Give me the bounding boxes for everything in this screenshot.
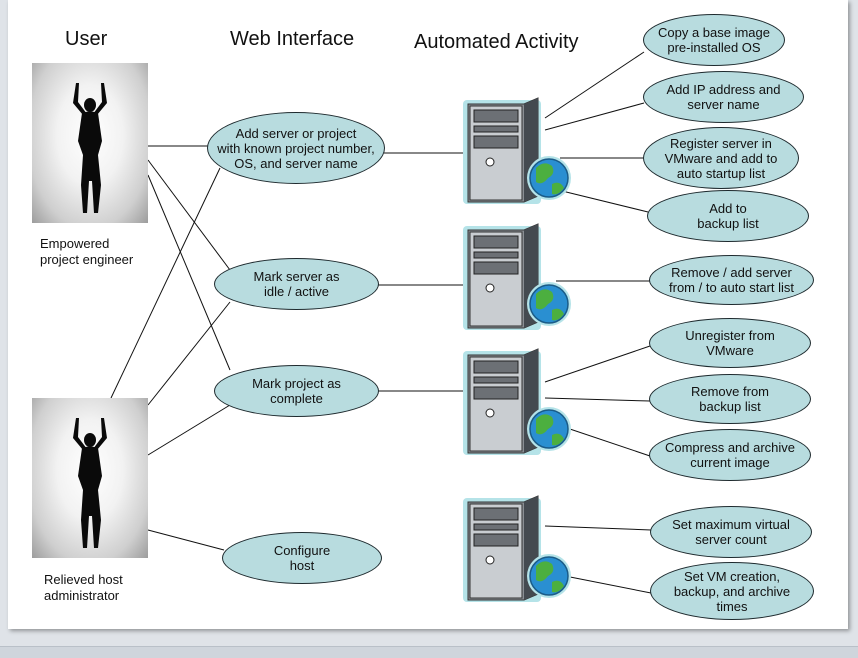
connector-line	[544, 525, 652, 531]
connector-line	[147, 159, 231, 271]
connector-line	[147, 529, 225, 551]
connector-line	[544, 345, 651, 383]
connector-line	[557, 424, 651, 457]
connector-lines	[110, 51, 652, 594]
activity-compress-archive: Compress and archive current image	[649, 429, 811, 481]
user-label-project-engineer: Empowered project engineer	[40, 236, 134, 267]
activity-set-vm-times: Set VM creation, backup, and archive tim…	[650, 562, 814, 620]
user-label-host-administrator: Relieved host administrator	[44, 572, 123, 603]
server-tower-with-globe-icon	[460, 222, 572, 330]
connector-line	[147, 404, 231, 456]
server-tower-with-globe-icon	[460, 96, 572, 204]
window-bottom-bar	[0, 646, 858, 658]
activity-add-ip-address: Add IP address and server name	[643, 71, 804, 123]
connector-line	[544, 397, 651, 402]
connector-line	[544, 102, 645, 131]
connector-line	[544, 51, 645, 119]
activity-register-vmware: Register server in VMware and add to aut…	[643, 127, 799, 189]
activity-set-max-virtual-servers: Set maximum virtual server count	[650, 506, 812, 558]
diagram-canvas: User Web Interface Automated Activity Em…	[8, 0, 848, 629]
web-action-configure-host: Configure host	[222, 532, 382, 584]
connector-line	[110, 167, 221, 399]
activity-remove-add-auto-start: Remove / add server from / to auto start…	[649, 255, 814, 305]
web-action-mark-server-idle: Mark server as idle / active	[214, 258, 379, 310]
connector-line	[557, 189, 649, 213]
activity-copy-base-image: Copy a base image pre-installed OS	[643, 14, 785, 66]
connector-line	[559, 574, 652, 594]
person-arms-raised-icon	[32, 398, 148, 558]
activity-unregister-vmware: Unregister from VMware	[649, 318, 811, 368]
server-tower-with-globe-icon	[460, 347, 572, 455]
person-arms-raised-icon	[32, 63, 148, 223]
column-header-web-interface: Web Interface	[230, 28, 355, 50]
activity-add-to-backup: Add to backup list	[647, 190, 809, 242]
connector-line	[147, 301, 231, 406]
server-tower-with-globe-icon	[460, 494, 572, 602]
column-header-user: User	[65, 28, 108, 50]
connector-line	[147, 174, 231, 371]
web-action-add-server: Add server or project with known project…	[207, 112, 385, 184]
column-header-automated-activity: Automated Activity	[414, 31, 579, 53]
activity-remove-from-backup: Remove from backup list	[649, 374, 811, 424]
web-action-mark-project-complete: Mark project as complete	[214, 365, 379, 417]
